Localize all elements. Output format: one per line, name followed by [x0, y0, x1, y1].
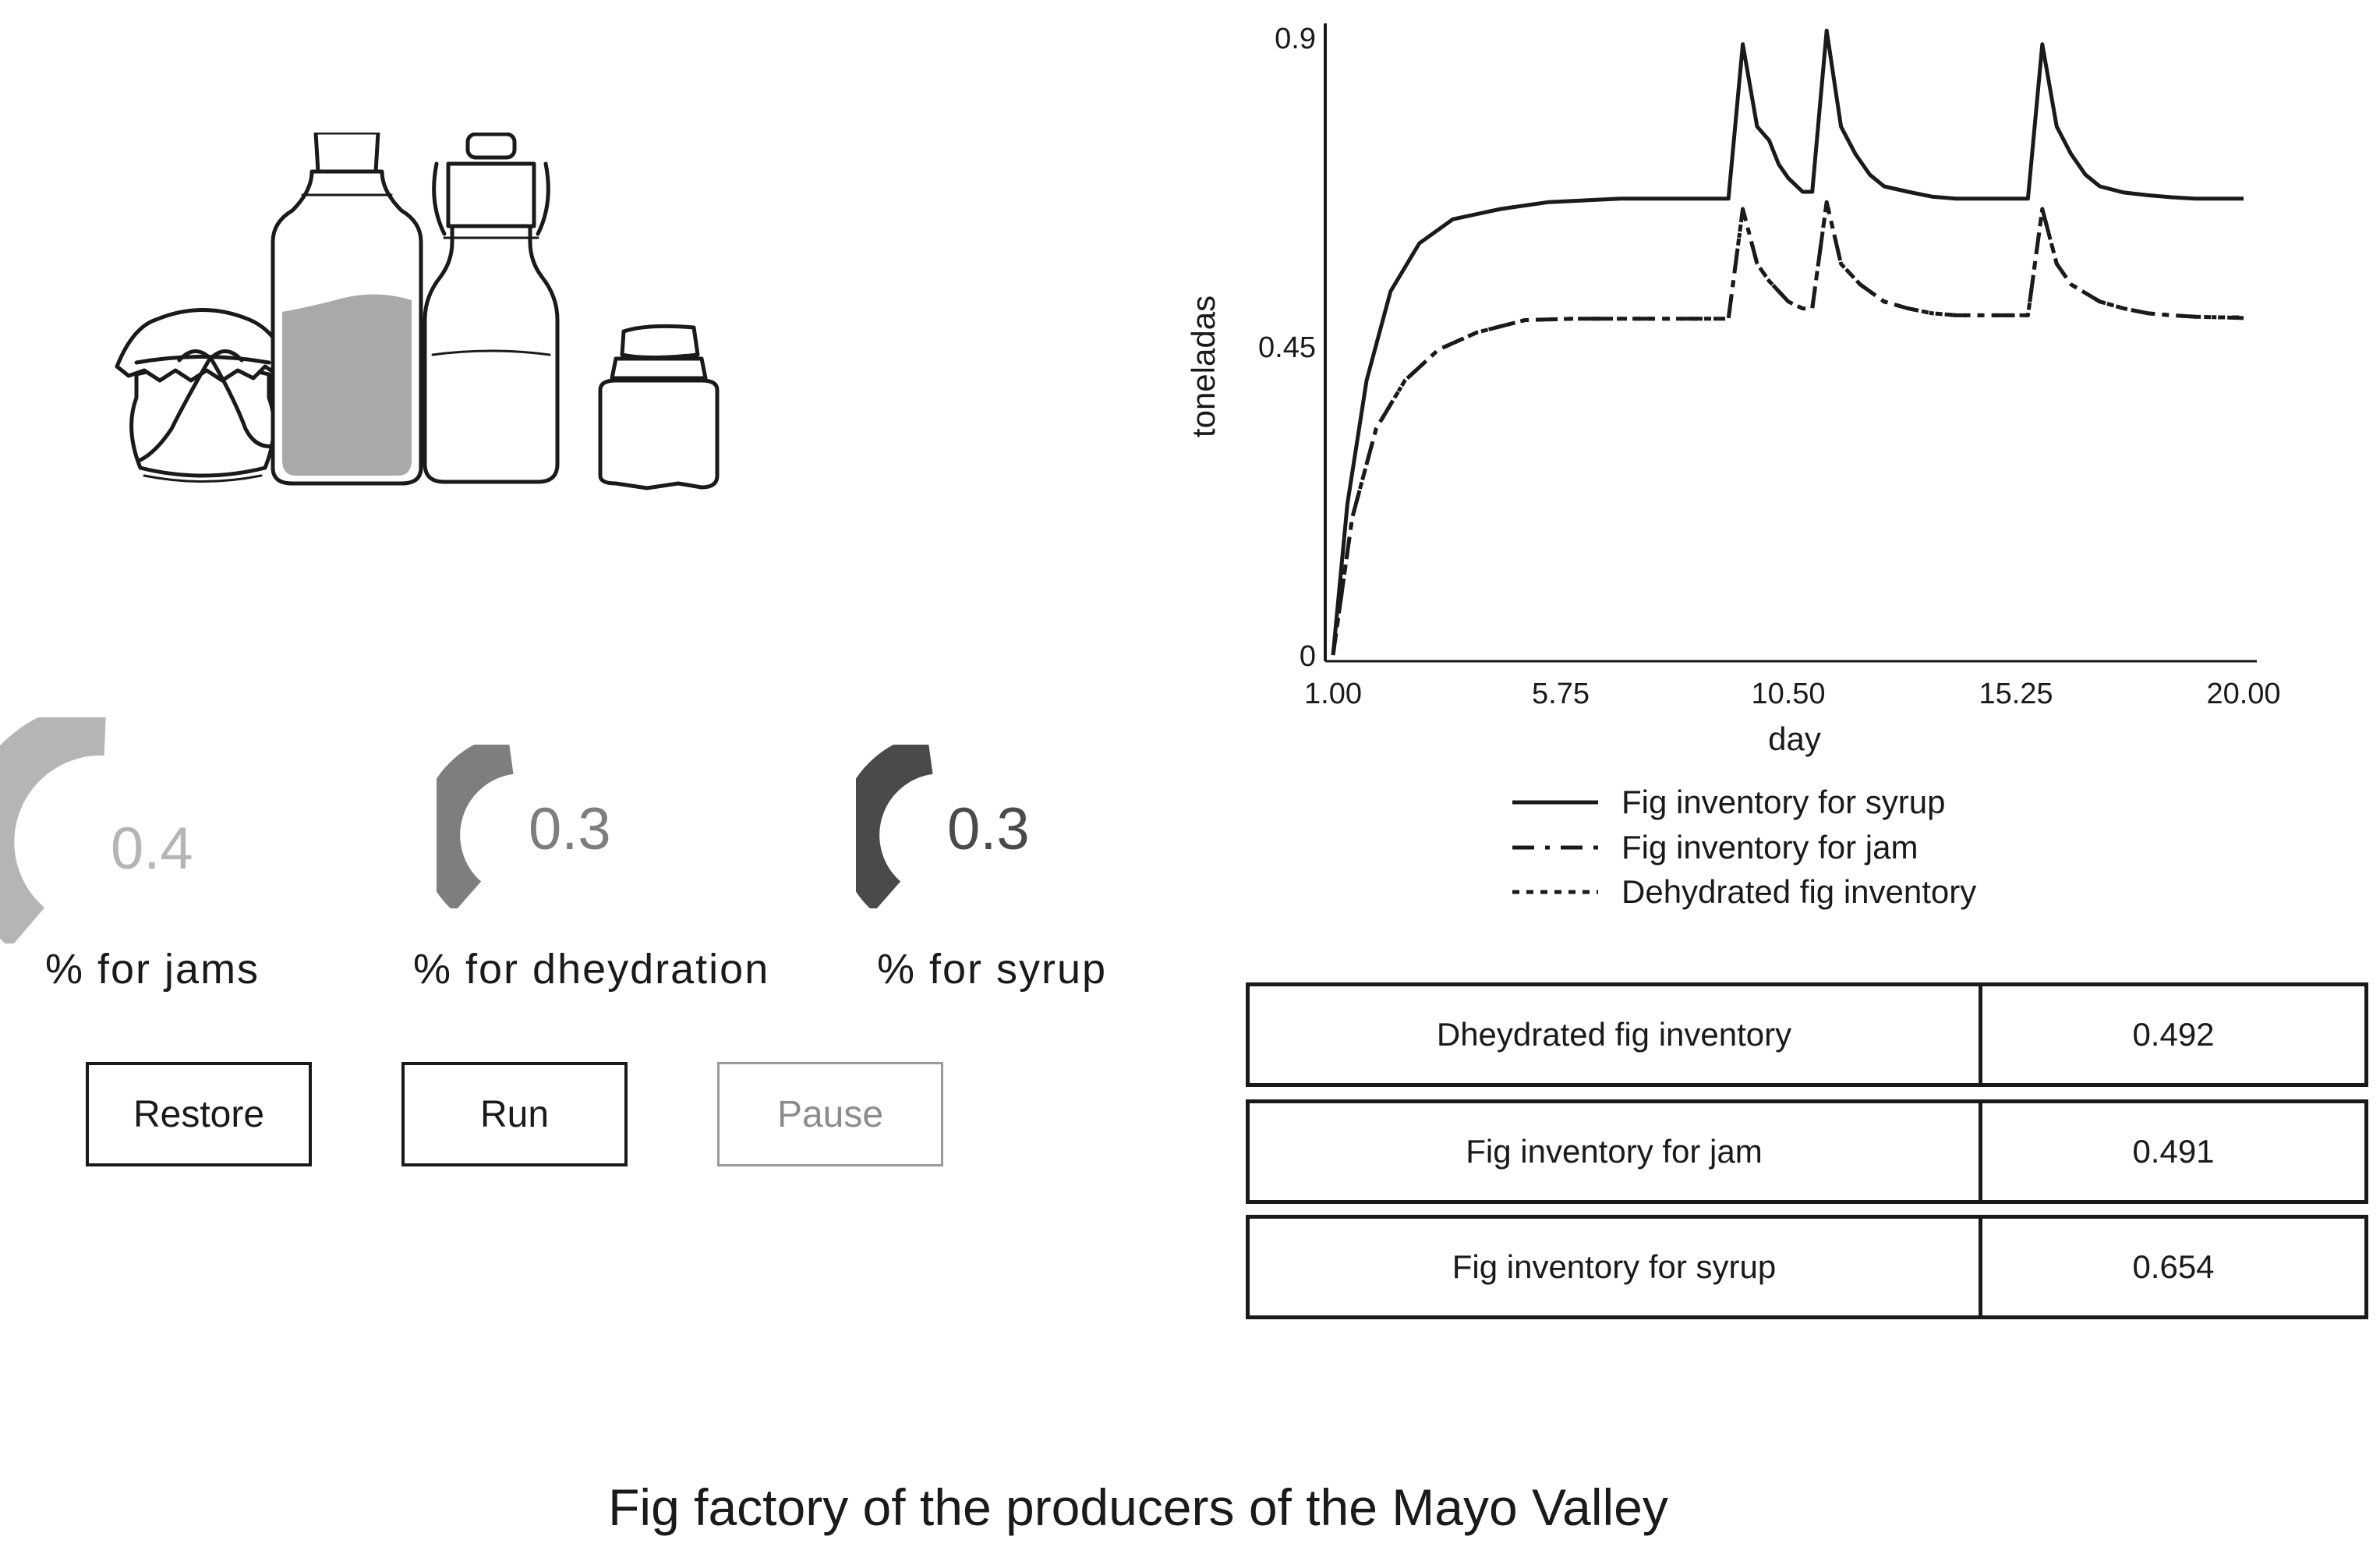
jam-jar-icon — [115, 308, 291, 483]
y-tick-label: 0.45 — [1258, 331, 1316, 364]
gauge-jams-value: 0.4 — [111, 816, 193, 882]
x-tick-label: 10.50 — [1751, 678, 1825, 710]
table-cell-name: Fig inventory for jam — [1250, 1103, 1982, 1200]
x-tick-label: 15.25 — [1979, 678, 2053, 710]
chart-series-group — [1331, 28, 2244, 656]
gauge-jams-dial[interactable] — [0, 717, 133, 943]
y-axis-title: toneladas — [1185, 296, 1222, 437]
pause-button[interactable]: Pause — [717, 1062, 943, 1166]
gauge-dheydration-dial[interactable] — [437, 745, 530, 908]
series-line-0 — [1331, 28, 2244, 656]
x-tick-labels: 1.00 5.75 10.50 15.25 20.00 — [1304, 678, 2281, 710]
table-row: Fig inventory for syrup 0.654 — [1246, 1215, 2368, 1319]
page-title: Fig factory of the producers of the Mayo… — [608, 1478, 1668, 1536]
x-tick-label: 5.75 — [1532, 678, 1590, 710]
restore-button[interactable]: Restore — [86, 1062, 312, 1166]
gauge-dheydration-value: 0.3 — [529, 796, 611, 862]
gauge-syrup-dial[interactable] — [856, 745, 950, 908]
table-cell-value: 0.491 — [2132, 1133, 2215, 1170]
table-cell-value: 0.654 — [2132, 1248, 2215, 1285]
run-button[interactable]: Run — [401, 1062, 628, 1166]
swing-top-bottle-icon — [423, 133, 560, 484]
legend-dashdot-line-icon — [1512, 845, 1598, 850]
gauge-jams-label: % for jams — [45, 946, 260, 993]
small-jar-icon — [598, 324, 720, 490]
gauge-syrup-arc — [856, 745, 934, 908]
gauge-dheydration-label: % for dheydration — [413, 946, 770, 993]
table-cell-name: Dheydrated fig inventory — [1250, 986, 1982, 1083]
gauge-dheydration-arc — [437, 745, 515, 908]
table-row: Dheydrated fig inventory 0.492 — [1246, 982, 2368, 1087]
x-tick-label: 1.00 — [1304, 678, 1362, 710]
x-tick-label: 20.00 — [2206, 678, 2280, 710]
legend-dotted-line-icon — [1512, 890, 1598, 894]
legend-item-jam: Fig inventory for jam — [1512, 829, 1918, 866]
table-row: Fig inventory for jam 0.491 — [1246, 1099, 2368, 1204]
y-tick-label: 0 — [1300, 640, 1316, 673]
y-tick-labels: 0 0.45 0.9 — [1258, 23, 1316, 673]
legend-item-syrup: Fig inventory for syrup — [1512, 784, 1946, 821]
gauge-syrup-label: % for syrup — [877, 946, 1108, 993]
series-line-2 — [1331, 200, 2244, 656]
gauge-jams-arc — [0, 717, 106, 943]
table-cell-value: 0.492 — [2132, 1016, 2215, 1053]
gauge-syrup-value: 0.3 — [947, 796, 1030, 862]
x-axis-title: day — [1768, 720, 1821, 757]
tall-bottle-icon — [271, 133, 423, 486]
series-line-1 — [1331, 200, 2244, 656]
y-tick-label: 0.9 — [1275, 23, 1316, 55]
inventory-line-chart: 1.00 5.75 10.50 15.25 20.00 0 0.45 0.9 day ton… — [1185, 23, 2281, 757]
legend-label-jam: Fig inventory for jam — [1621, 829, 1918, 865]
legend-label-syrup: Fig inventory for syrup — [1621, 784, 1946, 820]
legend-solid-line-icon — [1512, 800, 1598, 805]
legend-label-dehydrated: Dehydrated fig inventory — [1621, 873, 1977, 910]
table-cell-name: Fig inventory for syrup — [1250, 1219, 1982, 1315]
fig-products-illustration — [115, 133, 720, 490]
legend-item-dehydrated: Dehydrated fig inventory — [1512, 873, 1976, 911]
